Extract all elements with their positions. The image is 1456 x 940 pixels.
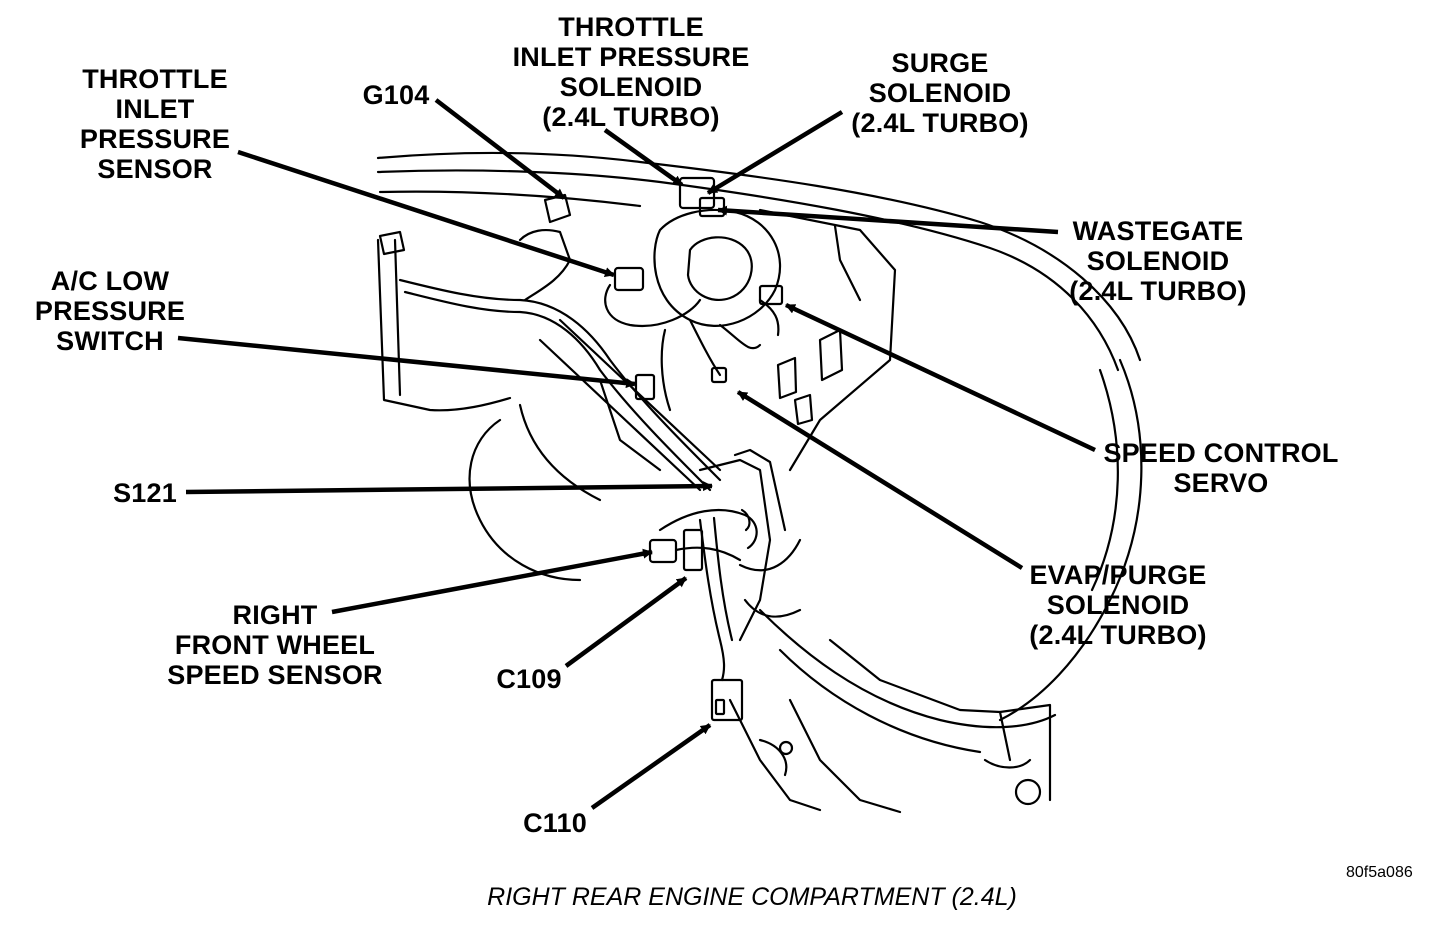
callout-line: C110 [523,808,587,838]
leader-lines [177,98,1096,810]
callout-line: THROTTLE [82,64,228,94]
callout-line: (2.4L TURBO) [1029,620,1207,650]
callout-line: S121 [113,478,177,508]
callout-line: SOLENOID [868,78,1012,108]
figure-caption: RIGHT REAR ENGINE COMPARTMENT (2.4L) [487,883,1017,911]
callout-line: PRESSURE [79,124,231,154]
callout-line: SENSOR [97,154,213,184]
callout-line: EVAP/PURGE [1029,560,1207,590]
callout-line: INLET [115,94,195,124]
callout-line: SERVO [1173,468,1269,498]
leader-throttle-inlet-pressure-solenoid [603,128,684,187]
callout-line: SOLENOID [1046,590,1190,620]
callout-line: SPEED CONTROL [1103,438,1339,468]
callout-line: SURGE [891,48,989,78]
leader-ac-low-pressure-switch [177,335,636,389]
callout-line: INLET PRESSURE [512,42,750,72]
callout-line: SOLENOID [559,72,703,102]
callout-line: (2.4L TURBO) [851,108,1029,138]
label-c110: C110 [516,808,594,838]
figure-id: 80f5a086 [1346,864,1413,881]
callout-line: C109 [496,664,562,694]
callout-line: FRONT WHEEL [174,630,376,660]
leader-wastegate-solenoid [717,205,1059,235]
callout-line: RIGHT [232,600,318,630]
callout-line: SWITCH [56,326,164,356]
label-c109: C109 [490,664,568,694]
label-s121: S121 [108,478,182,508]
callout-line: SOLENOID [1086,246,1230,276]
leader-c109 [564,576,688,668]
callout-line: (2.4L TURBO) [1069,276,1247,306]
callout-line: A/C LOW [50,266,170,296]
callout-line: (2.4L TURBO) [542,102,720,132]
engine-bay-linework [376,151,1143,814]
leader-right-front-wheel-speed-sensor [331,548,653,615]
leader-g104 [434,98,566,200]
callout-line: PRESSURE [34,296,186,326]
leader-s121 [185,481,713,495]
callout-line: G104 [362,80,430,110]
leader-surge-solenoid [706,110,844,195]
callout-line: SPEED SENSOR [167,660,383,690]
leader-c110 [590,723,712,810]
callout-line: THROTTLE [558,12,704,42]
leader-speed-control-servo [785,302,1096,453]
leader-evap-purge-solenoid [736,390,1024,570]
leader-throttle-inlet-pressure-sensor [237,149,615,278]
callout-line: WASTEGATE [1072,216,1244,246]
label-g104: G104 [356,80,436,110]
